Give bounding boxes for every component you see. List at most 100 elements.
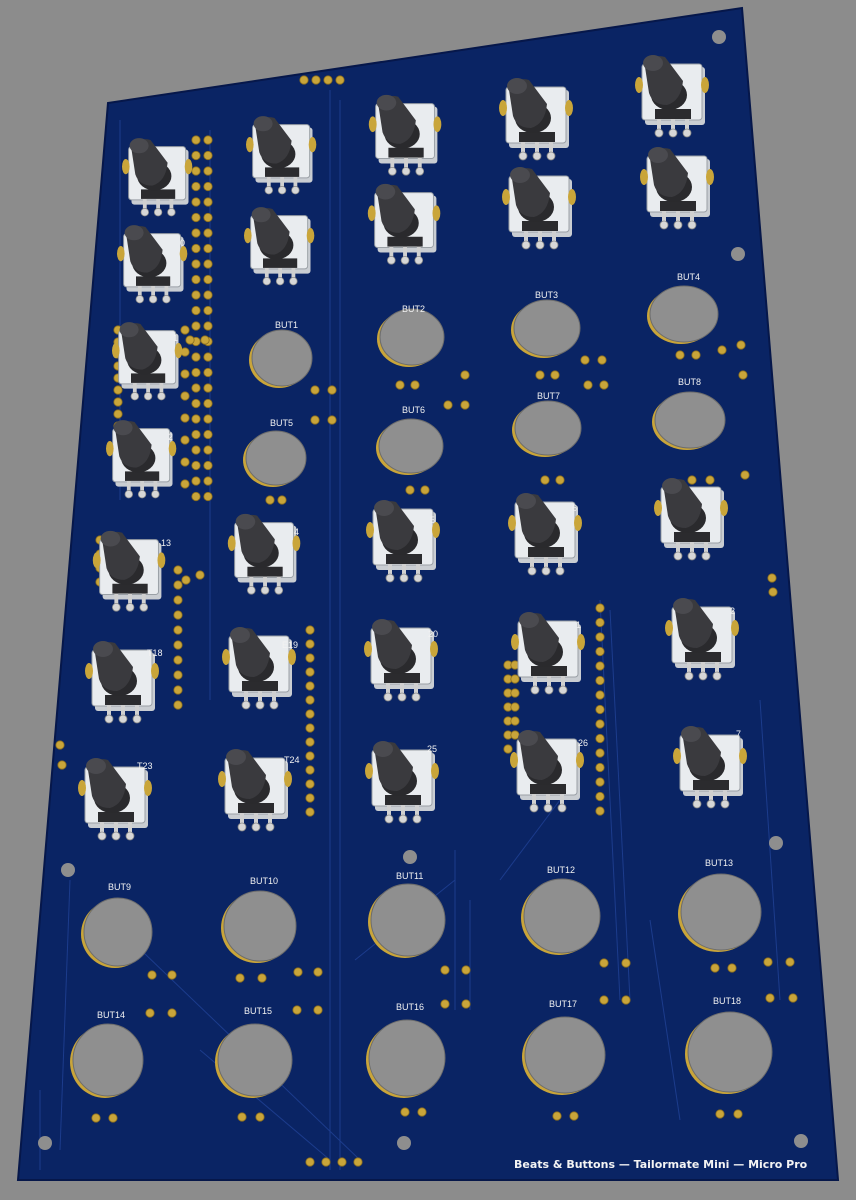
encoder-knob-top [226, 749, 246, 765]
encoder-pin [386, 683, 390, 697]
encoder-label: 26 [578, 738, 588, 748]
pad [510, 702, 520, 712]
encoder-base [388, 147, 424, 158]
pad [191, 181, 201, 192]
encoder-tab [431, 763, 439, 779]
button-cap [523, 878, 601, 954]
encoder-pin [657, 119, 661, 133]
but3-button: BUT3 [511, 290, 581, 358]
pad [191, 197, 201, 207]
encoder-pin [263, 576, 267, 591]
pad [405, 485, 415, 495]
encoder-pin [258, 691, 262, 705]
button-cap [72, 1023, 144, 1097]
encoder-knob-top [124, 225, 144, 241]
pad [510, 688, 520, 698]
pad [510, 716, 520, 726]
pad [195, 570, 205, 580]
encoder-pin [137, 285, 142, 300]
encoder-pin [709, 790, 713, 804]
pad [583, 380, 593, 390]
but5-button: BUT5 [243, 418, 307, 487]
encoder-pin [280, 176, 284, 191]
encoder-knob-top [376, 94, 397, 111]
rotary-encoder [246, 116, 317, 195]
encoder-pin [389, 246, 394, 261]
pad [185, 335, 195, 345]
encoder-base [530, 784, 566, 794]
pad [503, 744, 513, 754]
encoder-pin-pad [698, 671, 708, 681]
pad [595, 603, 605, 613]
encoder-tab [78, 780, 86, 796]
encoder-pin-pad [262, 277, 271, 286]
encoder-pin-pad [135, 295, 144, 304]
encoder-label: 0 [180, 238, 185, 248]
encoder-pin [521, 142, 525, 156]
encoder-pin [140, 480, 144, 495]
encoder-pin-pad [269, 700, 279, 710]
pad [785, 957, 795, 967]
pad [395, 380, 405, 390]
encoder-pin-pad [692, 799, 702, 809]
button-cap [514, 400, 582, 456]
encoder-pin-pad [521, 240, 531, 250]
mounting-hole [38, 1136, 52, 1150]
pad [335, 75, 345, 85]
encoder-pin [107, 705, 111, 719]
encoder-tab [112, 343, 120, 359]
pad [461, 965, 471, 975]
encoder-tab [430, 641, 438, 657]
button-label: BUT16 [396, 1002, 424, 1012]
pad [257, 973, 267, 983]
encoder-label: 20 [428, 629, 438, 639]
pad [595, 762, 605, 773]
encoder-pin-pad [527, 566, 537, 576]
encoder-base [105, 695, 141, 705]
pad [203, 352, 213, 362]
pad [550, 370, 560, 380]
pad [595, 661, 605, 671]
encoder-pin [695, 790, 699, 804]
encoder-tab [432, 522, 440, 538]
pad [173, 685, 183, 695]
encoder-base [655, 109, 691, 119]
pad [540, 475, 550, 485]
rotary-encoder [227, 513, 301, 595]
pad [535, 370, 545, 380]
rotary-encoder [508, 493, 582, 576]
mounting-hole [794, 1134, 808, 1148]
pad [203, 491, 213, 502]
encoder-pin [293, 176, 298, 191]
encoder-pin [547, 676, 551, 690]
encoder-pin [715, 662, 719, 676]
encoder-pin [414, 683, 418, 697]
encoder-pin-pad [111, 831, 121, 841]
encoder-label: 4 [294, 527, 299, 537]
encoder-tab [367, 205, 376, 222]
encoder-pin [153, 480, 158, 495]
encoder-pin-pad [255, 700, 265, 710]
button-label: BUT2 [402, 304, 425, 314]
pad [113, 409, 123, 419]
encoder-pin [704, 542, 708, 556]
encoder-pin [403, 246, 407, 261]
pad [180, 413, 190, 423]
pad [113, 397, 123, 407]
encoder-pin [561, 676, 565, 690]
pad [597, 355, 607, 365]
encoder-pin-pad [673, 551, 683, 561]
trace [649, 919, 681, 1121]
pad [555, 475, 565, 485]
pad [203, 460, 213, 471]
pad [191, 166, 201, 176]
pad [595, 733, 605, 744]
pad [203, 445, 213, 455]
pad [203, 274, 213, 285]
encoder-pin-pad [543, 803, 553, 813]
button-cap [649, 285, 719, 343]
pad [191, 414, 201, 424]
encoder-label: 1 [576, 620, 581, 630]
pad [305, 737, 315, 747]
encoder-tab [106, 441, 114, 457]
